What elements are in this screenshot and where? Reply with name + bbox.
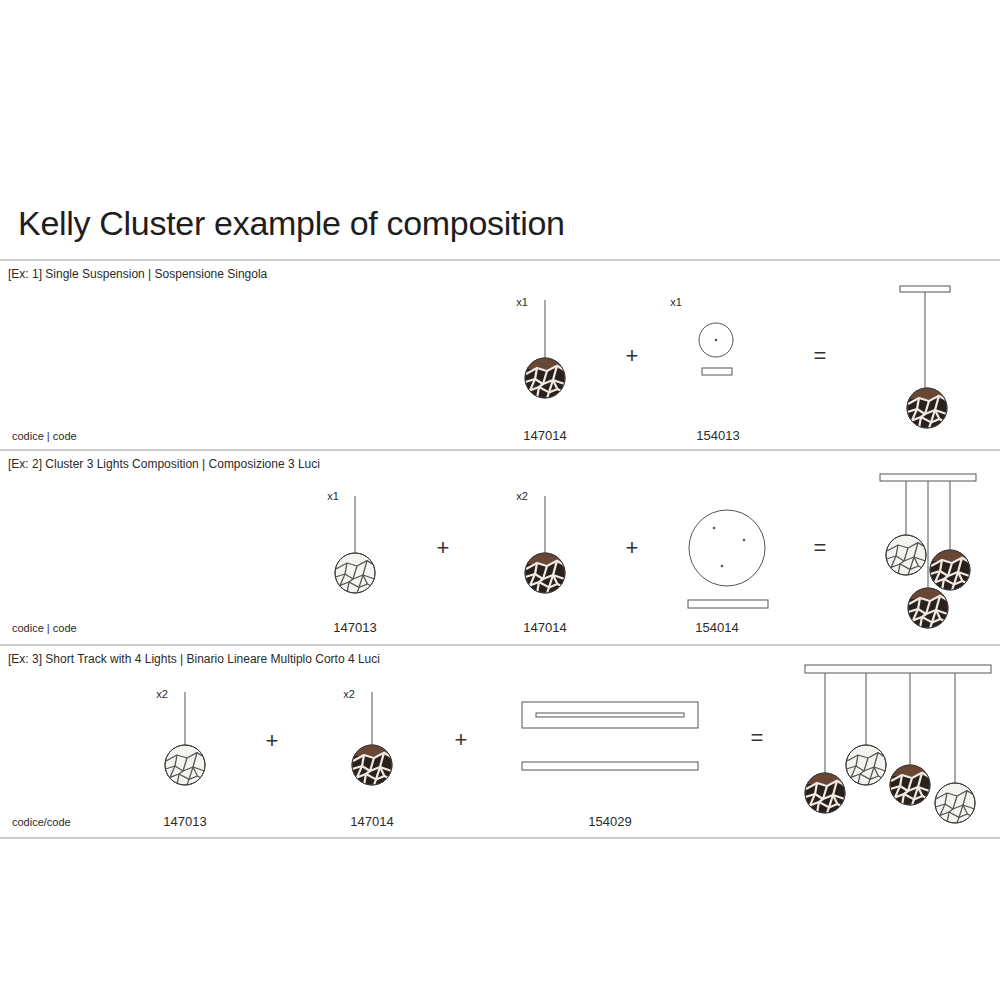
product-code: 147014 [350, 815, 393, 830]
row-divider [0, 644, 1000, 645]
row-header: [Ex: 1] Single Suspension | Sospensione … [8, 268, 267, 282]
equals-sign: = [814, 535, 827, 560]
ceiling-rose-top [689, 510, 765, 586]
canopy [900, 286, 950, 292]
ceiling-rose-side [702, 368, 732, 375]
quantity: x2 [516, 490, 528, 503]
plus-sign: + [626, 535, 639, 560]
suspension-cable [185, 692, 186, 745]
row-divider [0, 259, 1000, 260]
row-divider [0, 449, 1000, 450]
dark-sphere-lamp [352, 745, 392, 785]
product-code: 154029 [588, 815, 631, 830]
suspension-cable [355, 496, 356, 553]
plus-sign: + [455, 727, 468, 752]
suspension-cable [950, 481, 951, 550]
code-heading: codice | code [12, 430, 77, 443]
row-header: [Ex: 3] Short Track with 4 Lights | Bina… [8, 653, 380, 667]
ceiling-rose-side [688, 600, 768, 608]
track-canopy [805, 665, 991, 673]
suspension-cable [825, 673, 826, 773]
white-sphere-lamp [935, 783, 975, 823]
dark-sphere-lamp [890, 765, 930, 805]
product-code: 147013 [333, 621, 376, 636]
suspension-cable [910, 673, 911, 765]
code-heading: codice | code [12, 622, 77, 635]
fixtures [185, 286, 991, 783]
quantity: x1 [516, 296, 528, 309]
dark-sphere-lamp [930, 550, 970, 590]
dark-sphere-lamp [525, 553, 565, 593]
diagram-title: Kelly Cluster example of composition [18, 204, 565, 243]
rose-hole [721, 565, 724, 568]
plus-sign: + [266, 728, 279, 753]
suspension-cable [545, 496, 546, 553]
rose-hole [715, 339, 718, 342]
dark-sphere-lamp [908, 588, 948, 628]
suspension-cable [955, 673, 956, 783]
track-top [522, 702, 698, 728]
product-code: 147014 [523, 429, 566, 444]
suspension-cable [545, 300, 546, 358]
product-code: 147013 [163, 815, 206, 830]
quantity: x2 [343, 688, 355, 701]
plus-sign: + [626, 343, 639, 368]
row-header: [Ex: 2] Cluster 3 Lights Composition | C… [8, 458, 320, 472]
dark-sphere-lamp [525, 358, 565, 398]
white-sphere-lamp [335, 553, 375, 593]
track-side [522, 762, 698, 770]
code-heading: codice/code [12, 816, 71, 829]
white-sphere-lamp [886, 535, 926, 575]
white-sphere-lamp [165, 745, 205, 785]
equals-sign: = [751, 725, 764, 750]
suspension-cable [928, 481, 929, 588]
suspension-cable [372, 692, 373, 745]
plus-sign: + [437, 535, 450, 560]
suspension-cable [906, 481, 907, 535]
rose-hole [713, 527, 716, 530]
suspension-cable [866, 673, 867, 745]
product-code: 154013 [696, 429, 739, 444]
dark-sphere-lamp [907, 388, 947, 428]
row-divider [0, 837, 1000, 838]
track-slot [536, 713, 684, 717]
quantity: x1 [327, 490, 339, 503]
suspension-cable [925, 292, 926, 388]
quantity: x1 [670, 296, 682, 309]
product-code: 154014 [695, 621, 738, 636]
canopy [880, 474, 976, 481]
rose-hole [743, 539, 746, 542]
white-sphere-lamp [846, 745, 886, 785]
dark-sphere-lamp [805, 773, 845, 813]
ceiling-rose-top [699, 323, 733, 357]
equals-sign: = [814, 343, 827, 368]
product-code: 147014 [523, 621, 566, 636]
quantity: x2 [156, 688, 168, 701]
